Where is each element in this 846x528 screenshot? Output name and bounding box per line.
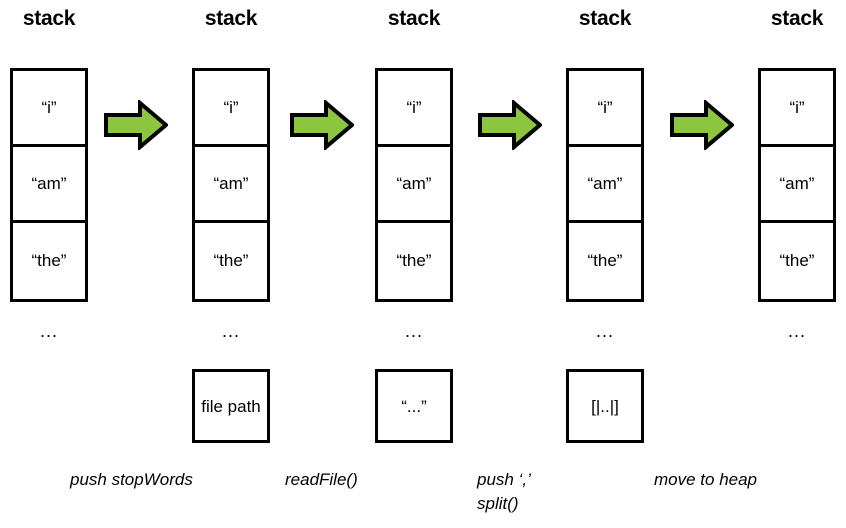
stack-2-cell-0: “i” [195,71,267,147]
stack-4-cell-2: “the” [587,251,623,270]
lower-box-file-contents: “...” [375,369,453,443]
stack-title-1: stack [22,7,76,30]
stack-4-cell-0: “i” [569,71,641,147]
stack-3: “i” “am” “the” [375,68,453,302]
stack-3-cell-0: “i” [378,71,450,147]
stack-4-cell-1: “am” [569,147,641,223]
stack-1-cell-1: “am” [13,147,85,223]
caption-move-to-heap: move to heap [654,470,758,489]
stack-5: “i” “am” “the” [758,68,836,302]
arrow-right-icon-3 [478,100,542,150]
arrow-right-icon-4 [670,100,734,150]
stack-5-cell-1: “am” [761,147,833,223]
stack-5-cell-2: “the” [779,251,815,270]
arrow-right-icon-1 [104,100,168,150]
stack-3-cell-2: “the” [396,251,432,270]
stack-1: “i” “am” “the” [10,68,88,302]
stack-5-cell-0: “i” [761,71,833,147]
caption-readfile: readFile() [285,470,358,489]
stack-2-cell-2: “the” [213,251,249,270]
arrow-right-icon-2 [290,100,354,150]
stack-title-5: stack [770,7,824,30]
stack-3-cell-1: “am” [378,147,450,223]
caption-push-split: push ‘,’ split() [477,470,531,513]
stack-1-ellipsis: ... [39,321,58,341]
lower-box-array: [|..|] [566,369,644,443]
caption-push-stopwords: push stopWords [70,470,193,489]
stack-4: “i” “am” “the” [566,68,644,302]
stack-4-ellipsis: ... [595,321,614,341]
stack-1-cell-0: “i” [13,71,85,147]
stack-2-ellipsis: ... [221,321,240,341]
stack-1-cell-2: “the” [31,251,67,270]
stack-2: “i” “am” “the” [192,68,270,302]
stack-title-2: stack [204,7,258,30]
stack-title-3: stack [387,7,441,30]
lower-box-file-path: file path [192,369,270,443]
stack-3-ellipsis: ... [404,321,423,341]
stack-2-cell-1: “am” [195,147,267,223]
stack-5-ellipsis: ... [787,321,806,341]
stack-title-4: stack [578,7,632,30]
